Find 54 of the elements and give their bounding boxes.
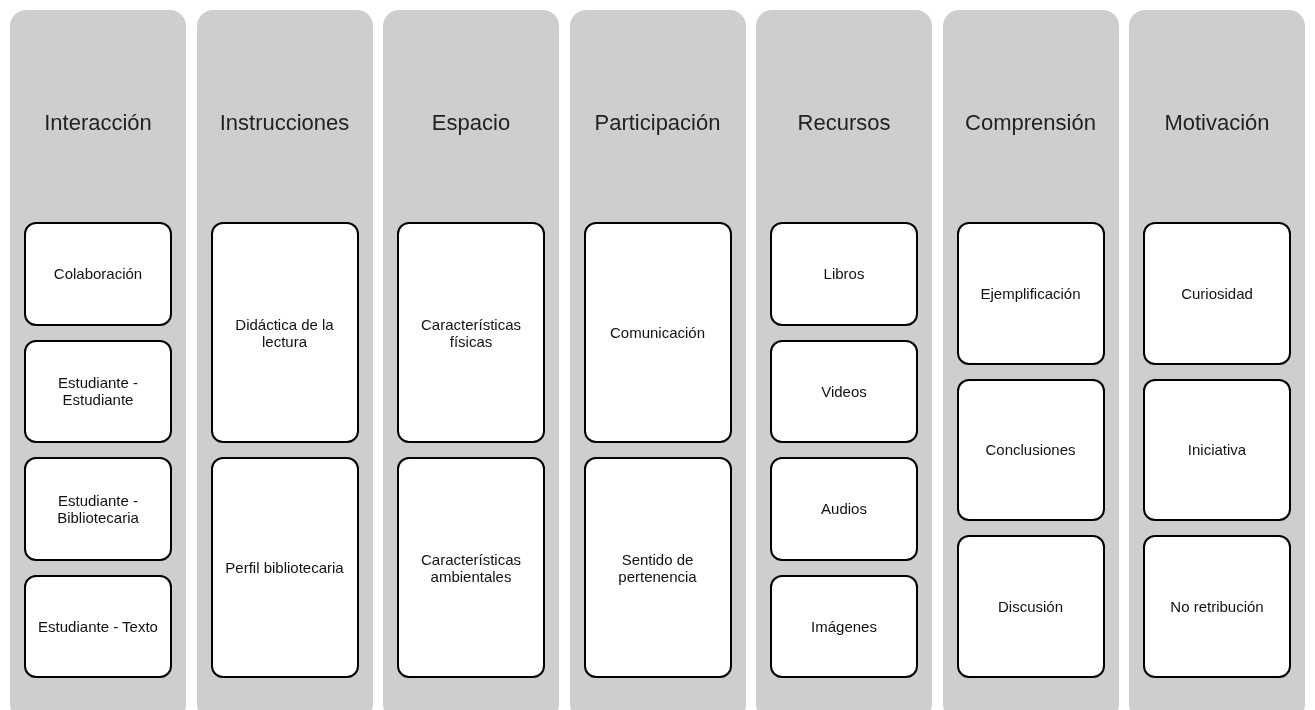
item-label: Discusión xyxy=(997,598,1064,616)
item-box xyxy=(583,222,732,443)
item-box xyxy=(770,574,918,678)
item-label: Sentido de pertenencia xyxy=(617,550,698,585)
item-box xyxy=(583,457,732,678)
item-box xyxy=(24,222,172,326)
item-label: No retribución xyxy=(1169,598,1265,616)
item-box xyxy=(210,457,359,678)
item-box xyxy=(770,339,918,443)
item-label: Perfil bibliotecaria xyxy=(224,559,345,576)
column-heading: Motivación xyxy=(1163,110,1271,136)
item-box xyxy=(397,222,545,443)
item-label: Conclusiones xyxy=(984,441,1077,459)
item-label: Audios xyxy=(820,500,868,518)
item-box xyxy=(770,457,918,561)
category-column xyxy=(196,10,373,710)
item-box xyxy=(956,535,1105,678)
item-label: Estudiante - Texto xyxy=(37,617,159,635)
column-heading: Participación xyxy=(593,110,722,136)
category-column xyxy=(569,10,746,710)
column-heading: Espacio xyxy=(430,110,512,136)
item-box xyxy=(24,574,172,678)
item-label: Iniciativa xyxy=(1186,441,1248,459)
column-heading: Instrucciones xyxy=(218,110,351,136)
category-column xyxy=(10,10,186,710)
item-label: Libros xyxy=(822,265,866,283)
column-heading: Comprensión xyxy=(964,110,1097,136)
item-label: Estudiante - Bibliotecaria xyxy=(56,491,140,526)
item-box xyxy=(956,378,1105,522)
item-label: Colaboración xyxy=(52,265,144,283)
category-column xyxy=(1129,10,1305,710)
item-box xyxy=(397,457,545,678)
item-box xyxy=(770,222,918,326)
column-heading: Recursos xyxy=(796,110,892,136)
item-box xyxy=(956,222,1105,365)
category-column xyxy=(756,10,932,710)
item-label: Videos xyxy=(820,382,868,400)
item-label: Didáctica de la lectura xyxy=(234,315,335,350)
item-box xyxy=(1143,222,1291,365)
column-heading: Interacción xyxy=(43,110,153,136)
item-label: Curiosidad xyxy=(1180,284,1254,302)
item-label: Características ambientales xyxy=(420,550,522,585)
item-label: Imágenes xyxy=(810,617,878,635)
item-box xyxy=(1143,378,1291,522)
item-label: Estudiante - Estudiante xyxy=(56,374,139,409)
item-box xyxy=(24,339,172,443)
item-label: Ejemplificación xyxy=(979,284,1082,302)
item-label: Comunicación xyxy=(608,324,706,341)
item-label: Características físicas xyxy=(420,315,522,350)
category-column xyxy=(383,10,559,710)
item-box xyxy=(1143,535,1291,678)
item-box xyxy=(210,222,359,443)
category-column xyxy=(942,10,1119,710)
item-box xyxy=(24,457,172,561)
